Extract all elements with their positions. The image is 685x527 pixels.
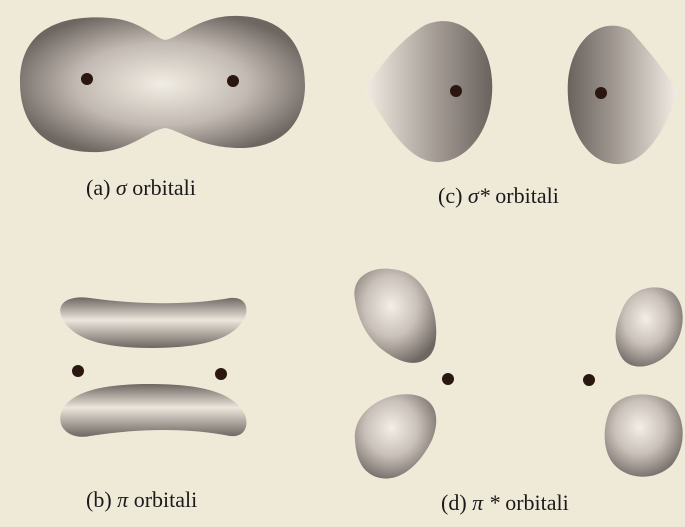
caption-a-symbol: σ <box>116 175 127 200</box>
sigma-star-right-lobe <box>568 26 678 164</box>
pi-star-orbital <box>354 269 682 479</box>
caption-pi: (b) π orbitali <box>86 487 197 513</box>
caption-a-prefix: (a) <box>86 175 116 200</box>
caption-d-suffix: orbitali <box>500 490 569 515</box>
pi-star-upper-left-lobe <box>354 269 436 363</box>
caption-sigma: (a) σ orbitali <box>86 175 196 201</box>
pi-lower-lobe <box>60 384 246 437</box>
caption-b-suffix: orbitali <box>128 487 197 512</box>
caption-d-prefix: (d) <box>441 490 472 515</box>
caption-c-suffix: orbitali <box>490 183 559 208</box>
pi-orbital <box>60 297 246 436</box>
caption-d-symbol: π * <box>472 490 500 515</box>
nucleus-c-left <box>450 85 462 97</box>
caption-pi-star: (d) π * orbitali <box>441 490 569 516</box>
nucleus-d-right <box>583 374 595 386</box>
caption-sigma-star: (c) σ* orbitali <box>438 183 559 209</box>
sigma-star-left-lobe <box>365 21 492 162</box>
sigma-orbital <box>20 16 305 152</box>
caption-c-symbol: σ* <box>468 183 490 208</box>
caption-b-symbol: π <box>117 487 128 512</box>
caption-a-suffix: orbitali <box>127 175 196 200</box>
nucleus-a-left <box>81 73 93 85</box>
nucleus-a-right <box>227 75 239 87</box>
caption-b-prefix: (b) <box>86 487 117 512</box>
sigma-lobe <box>20 16 305 152</box>
caption-c-prefix: (c) <box>438 183 468 208</box>
sigma-star-orbital <box>365 21 678 164</box>
nucleus-b-right <box>215 368 227 380</box>
pi-star-upper-right-lobe <box>616 287 683 366</box>
pi-star-lower-left-lobe <box>355 394 436 478</box>
nucleus-d-left <box>442 373 454 385</box>
nucleus-b-left <box>72 365 84 377</box>
nucleus-c-right <box>595 87 607 99</box>
pi-star-lower-right-lobe <box>605 394 683 476</box>
pi-upper-lobe <box>60 297 246 348</box>
